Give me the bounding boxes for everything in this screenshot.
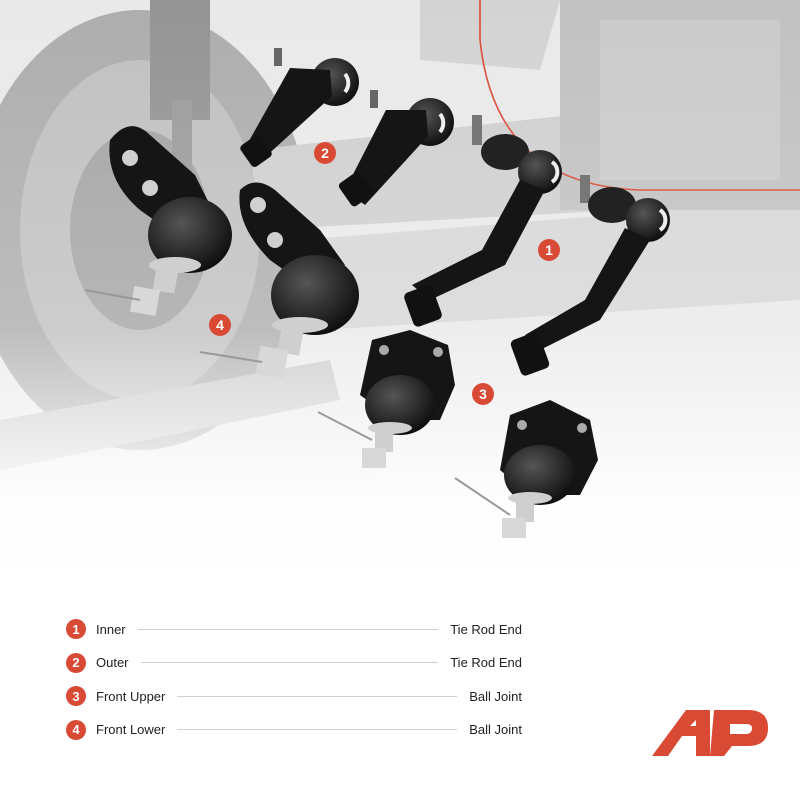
legend-number: 2 (66, 652, 86, 673)
front-upper-ball-joint-left (317, 330, 455, 468)
front-lower-ball-joint-right (199, 182, 359, 379)
legend-part-position: Outer (96, 655, 129, 670)
legend-row-front-upper: 3 Front Upper Ball Joint (66, 685, 522, 707)
badge-4: 4 (209, 314, 231, 336)
brand-logo-icon (652, 710, 768, 756)
legend-divider (177, 729, 458, 730)
legend-number: 1 (66, 619, 86, 639)
legend-part-type: Ball Joint (469, 688, 522, 704)
legend-row-front-lower: 4 Front Lower Ball Joint (66, 719, 522, 741)
parts-legend: 1 Inner Tie Rod End 2 Outer Tie Rod End … (66, 618, 522, 752)
legend-part-type: Tie Rod End (450, 621, 522, 637)
legend-part-position: Front Upper (96, 688, 166, 704)
legend-part-type: Ball Joint (469, 722, 522, 737)
legend-divider (177, 695, 458, 697)
badge-3: 3 (472, 383, 494, 405)
legend-row-inner: 1 Inner Tie Rod End (66, 618, 522, 640)
legend-number: 4 (66, 719, 86, 740)
legend-number: 3 (66, 686, 86, 706)
legend-divider (137, 628, 439, 630)
product-scene (0, 0, 800, 600)
inner-tie-rod-end-right (510, 175, 670, 376)
front-lower-ball-joint-left (84, 126, 232, 317)
front-upper-ball-joint-right (454, 400, 598, 538)
legend-row-outer: 2 Outer Tie Rod End (66, 652, 522, 674)
badge-2: 2 (314, 142, 336, 164)
legend-part-type: Tie Rod End (450, 655, 522, 670)
legend-part-position: Inner (96, 621, 126, 637)
outer-tie-rod-end-right (338, 90, 454, 207)
outer-tie-rod-end-left (240, 48, 359, 167)
legend-divider (140, 662, 439, 663)
legend-part-position: Front Lower (96, 722, 166, 737)
badge-1: 1 (538, 239, 560, 261)
inner-tie-rod-end-left (404, 115, 562, 327)
